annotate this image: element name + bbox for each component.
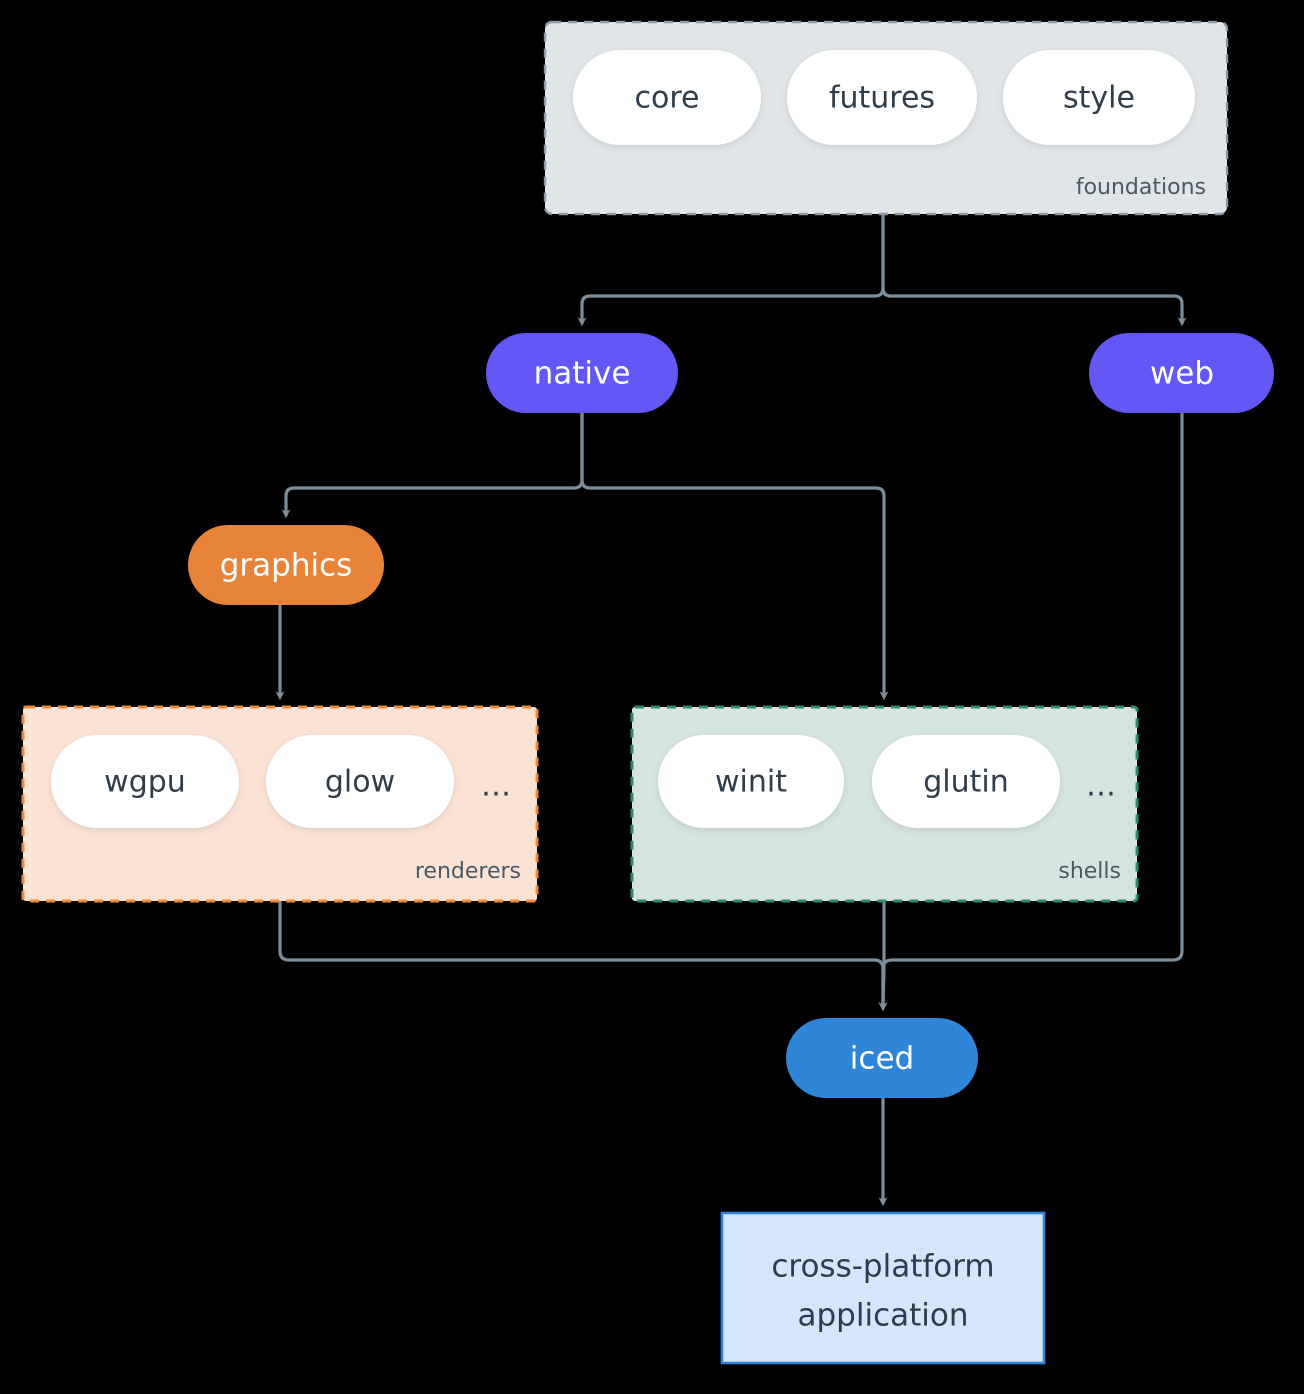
edge-native-to-shells <box>580 411 889 701</box>
application-label-line1: cross-platform <box>771 1249 994 1285</box>
leaf-glow-pill[interactable] <box>266 735 454 828</box>
leaf-core[interactable]: core <box>573 50 761 145</box>
leaf-style-pill[interactable] <box>1003 50 1195 145</box>
edge-foundations-to-web <box>881 212 1187 327</box>
node-native[interactable]: native <box>486 333 678 413</box>
leaf-glutin-label: glutin <box>923 765 1009 800</box>
node-web-shape[interactable] <box>1089 333 1274 413</box>
cluster-renderers-label: renderers <box>415 859 521 884</box>
shells-ellipsis: … <box>1086 769 1116 804</box>
node-native-label: native <box>534 356 631 392</box>
leaf-futures[interactable]: futures <box>787 50 977 145</box>
leaf-wgpu-label: wgpu <box>104 765 186 800</box>
leaf-wgpu[interactable]: wgpu <box>51 735 239 828</box>
leaf-winit-pill[interactable] <box>658 735 844 828</box>
leaf-futures-pill[interactable] <box>787 50 977 145</box>
edge-web-to-iced <box>878 411 1184 1012</box>
cluster-renderers: wgpu glow … renderers <box>21 705 539 903</box>
node-cross-platform-application-shape[interactable] <box>720 1211 1046 1365</box>
leaf-style-label: style <box>1063 81 1135 116</box>
cluster-shells-label: shells <box>1058 859 1121 884</box>
leaf-core-pill[interactable] <box>573 50 761 145</box>
application-label-line2: application <box>798 1298 969 1334</box>
cluster-shells: winit glutin … shells <box>630 705 1139 903</box>
node-web[interactable]: web <box>1089 333 1274 413</box>
cluster-foundations-label: foundations <box>1076 175 1206 200</box>
leaf-winit[interactable]: winit <box>658 735 844 828</box>
leaf-glutin-pill[interactable] <box>872 735 1060 828</box>
leaf-winit-label: winit <box>715 765 787 800</box>
node-graphics-shape[interactable] <box>188 525 384 605</box>
leaf-core-label: core <box>635 81 700 116</box>
leaf-futures-label: futures <box>829 81 935 116</box>
cluster-foundations: core futures style foundations <box>543 20 1229 216</box>
node-iced[interactable]: iced <box>786 1018 978 1098</box>
node-graphics-label: graphics <box>220 548 353 584</box>
node-iced-label: iced <box>850 1041 914 1077</box>
leaf-glow-label: glow <box>325 765 395 800</box>
leaf-glutin[interactable]: glutin <box>872 735 1060 828</box>
leaf-style[interactable]: style <box>1003 50 1195 145</box>
node-web-label: web <box>1150 356 1214 392</box>
renderers-ellipsis: … <box>481 769 511 804</box>
node-cross-platform-application[interactable]: cross-platform application <box>720 1211 1046 1365</box>
leaf-glow[interactable]: glow <box>266 735 454 828</box>
node-native-shape[interactable] <box>486 333 678 413</box>
leaf-wgpu-pill[interactable] <box>51 735 239 828</box>
node-iced-shape[interactable] <box>786 1018 978 1098</box>
node-graphics[interactable]: graphics <box>188 525 384 605</box>
